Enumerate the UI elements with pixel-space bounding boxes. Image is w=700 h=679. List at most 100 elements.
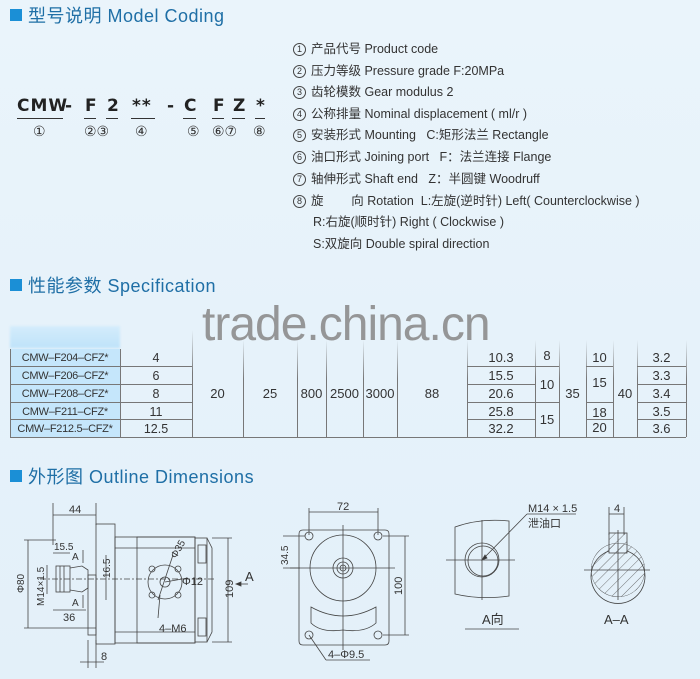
table-gridline [467,384,535,385]
code-underline [131,118,155,119]
table-gridline [637,340,638,437]
desc-text: S:双旋向 Double spiral direction [313,237,490,251]
dim-phi12: Φ12 [182,576,203,588]
table-gridline [10,349,11,437]
table-cell-model: CMW–F204–CFZ* [10,349,120,366]
table-gridline [559,340,560,437]
table-gridline [397,340,398,437]
view-arrow-a: A [245,569,254,584]
table-gridline [586,419,613,420]
circle-number: 8 [293,195,306,208]
table-gridline [363,340,364,437]
code-num-8: ⑧ [253,124,266,140]
bullet-square-icon [10,279,22,291]
desc-item-8: 8 旋 向 Rotation L:左旋(逆时针) Left( Counterclo… [293,190,640,209]
table-gridline [297,340,298,437]
desc-item-8-s: S:双旋向 Double spiral direction [313,233,489,252]
dim-phi35: Φ35 [169,538,188,560]
table-cell-displacement: 4 [152,350,160,365]
code-num-2-3: ②③ [84,124,110,140]
desc-item-8-r: R:右旋(顺时针) Right ( Clockwise ) [313,211,504,230]
model-coding-title: 型号说明 Model Coding [10,2,225,28]
desc-text: 轴伸形式 Shaft end Z：半圆键 Woodruff [311,172,540,186]
code-seg-f2: F [213,96,226,116]
code-underline [183,118,196,119]
desc-text: 旋 向 Rotation L:左旋(逆时针) Left( Countercloc… [311,194,640,208]
code-num-6-7: ⑥⑦ [212,124,238,140]
code-seg-z: Z [233,96,247,116]
table-gridline [586,366,613,367]
table-gridline [613,340,614,437]
table-cell-efficiency: 88 [424,385,440,401]
table-cell-displacement: 6 [152,368,160,383]
dim-109: 109 [224,580,236,598]
table-gridline [467,419,535,420]
specification-title: 性能参数 Specification [10,272,216,298]
table-gridline [637,366,686,367]
section-a-bottom: A [72,598,79,609]
table-cell-col11: 35 [565,385,580,401]
desc-text: 产品代号 Product code [311,42,439,56]
code-seg-stars: ** [132,96,152,116]
table-cell-col12: 10 [592,350,607,365]
table-cell-col12: 20 [592,419,607,435]
dim-4: 4 [614,503,620,515]
table-cell-col14: 3.4 [652,386,671,401]
circle-number: 4 [293,108,306,121]
code-seg-dash: - [65,96,74,116]
table-cell-col12: 15 [592,375,607,390]
dim-36: 36 [63,612,75,624]
table-cell-model: CMW–F212.5–CFZ* [10,420,120,437]
table-cell-displacement: 11 [149,404,163,419]
code-seg-dash2: - [167,96,176,116]
code-underline [17,118,63,119]
circle-number: 2 [293,65,306,78]
table-gridline [467,402,535,403]
section-aa-drawing: 4 A–A [584,503,650,627]
table-cell-rated-pressure: 20 [210,385,225,401]
bullet-square-icon [10,9,22,21]
front-view-drawing: 72 34.5 100 4–Φ9.5 [280,501,409,661]
view-a-drawing: M14 × 1.5 泄油口 A向 [446,503,577,630]
table-cell-max-pressure: 25 [262,385,278,401]
bullet-square-icon [10,470,22,482]
table-cell-col9: 15.5 [488,368,514,383]
code-num-5: ⑤ [187,124,200,140]
code-num-4: ④ [135,124,148,140]
model-coding-title-text: 型号说明 Model Coding [28,6,225,26]
table-gridline [326,340,327,437]
outline-title: 外形图 Outline Dimensions [10,463,254,489]
dim-phi80: Φ80 [16,573,27,593]
dim-44: 44 [69,504,81,516]
table-cell-col9: 32.2 [488,421,514,436]
circle-number: 5 [293,129,306,142]
dim-m14: M14×1.5 [36,566,47,606]
model-code-string: CMW - F 2 ** - C F Z * [17,96,277,120]
table-cell-col14: 3.3 [652,368,671,383]
code-seg-cmw: CMW [17,96,69,116]
drain-label: 泄油口 [528,516,561,530]
table-cell-model: CMW–F206–CFZ* [10,367,120,384]
table-gridline [637,384,686,385]
table-cell-col9: 25.8 [488,404,514,419]
desc-text: 公称排量 Nominal displacement ( ml/r ) [311,107,528,121]
code-underline [255,118,265,119]
table-cell-col9: 10.3 [488,350,514,365]
table-cell-col12: 18 [592,404,607,420]
table-cell-max-speed: 3000 [365,385,395,401]
dim-4-phi9-5: 4–Φ9.5 [328,649,364,661]
table-header-blurred [10,326,120,348]
table-gridline [586,340,587,437]
table-gridline [637,419,686,420]
code-num-1: ① [33,124,46,140]
code-seg-2: 2 [107,96,120,116]
code-underline [212,118,224,119]
table-gridline [120,349,121,437]
table-gridline [535,366,559,367]
table-cell-model: CMW–F211–CFZ* [10,403,120,420]
table-cell-min-speed: 800 [300,385,323,401]
